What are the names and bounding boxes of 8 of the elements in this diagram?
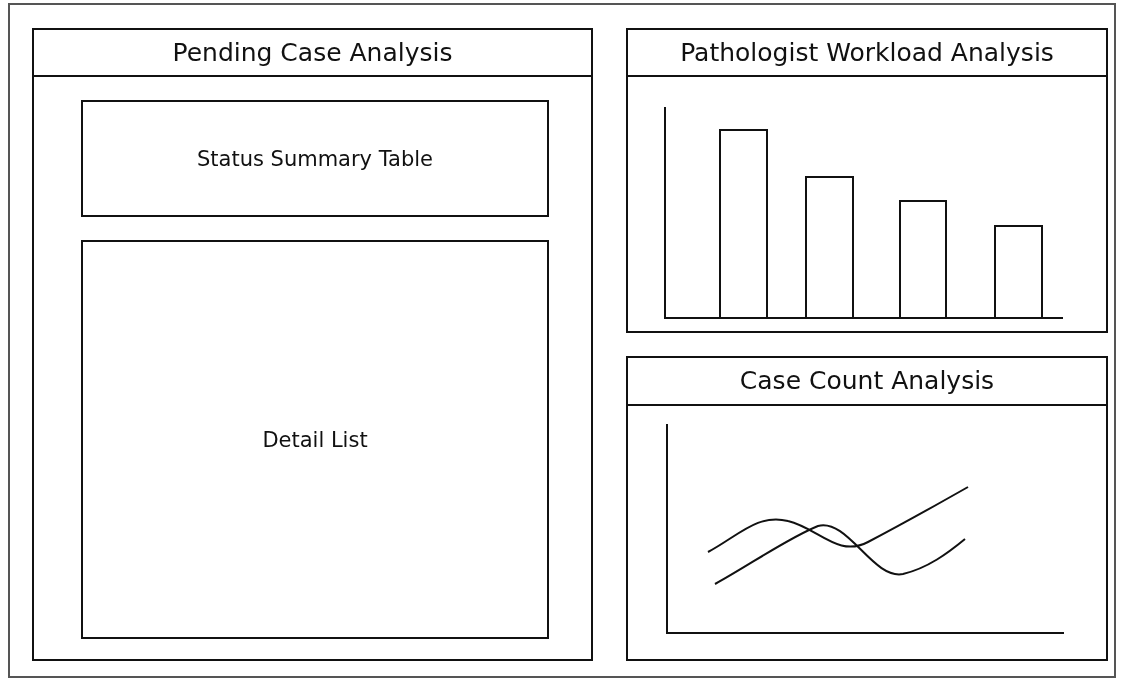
panel [32,28,593,661]
table-box: Status Summary Table [81,100,549,217]
panel [626,28,1108,333]
panel-title: Pathologist Workload Analysis [628,30,1106,77]
list-box: Detail List [81,240,549,639]
panel-title: Pending Case Analysis [34,30,591,77]
panel [626,356,1108,661]
panel-title: Case Count Analysis [628,358,1106,406]
